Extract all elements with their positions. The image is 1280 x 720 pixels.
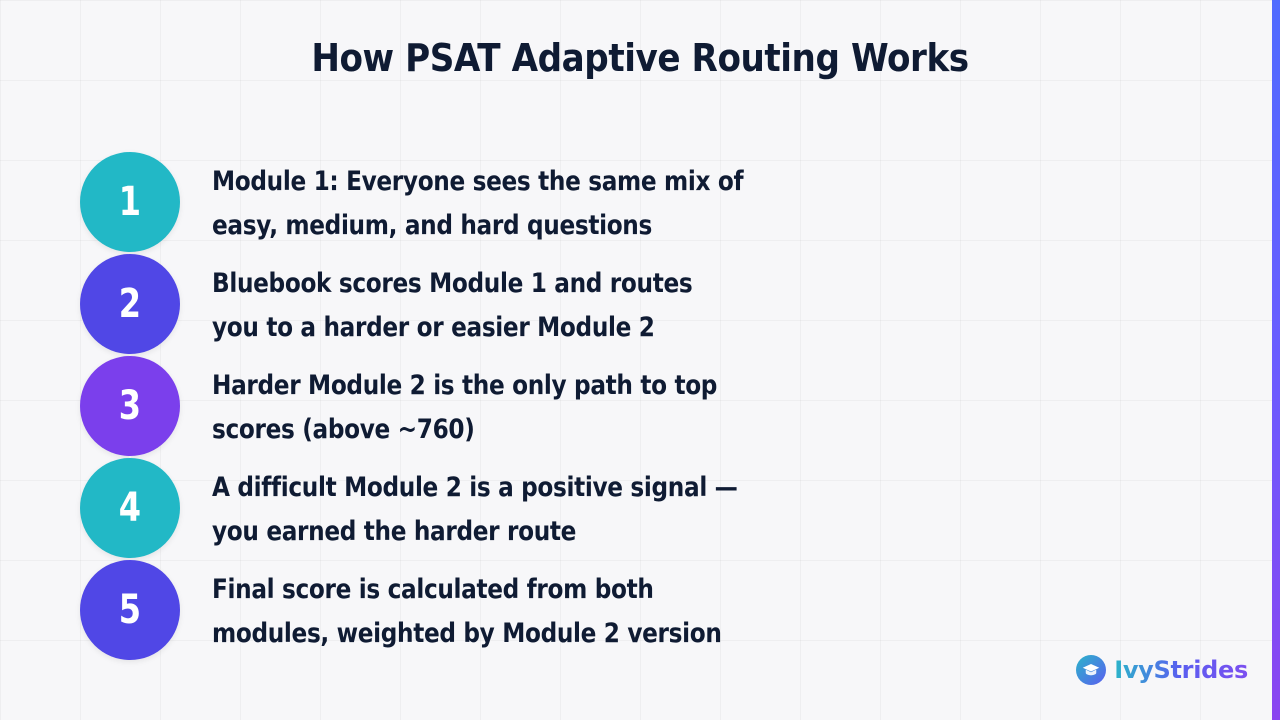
step-number-badge: 1 [80, 152, 180, 252]
page-title: How PSAT Adaptive Routing Works [311, 36, 969, 80]
step-text: A difficult Module 2 is a positive signa… [212, 472, 738, 547]
brand-name: IvyStrides [1114, 656, 1248, 684]
step-3: 3 Harder Module 2 is the only path to to… [80, 356, 840, 458]
steps-list: 1 Module 1: Everyone sees the same mix o… [80, 152, 840, 662]
step-number-badge: 4 [80, 458, 180, 558]
step-4: 4 A difficult Module 2 is a positive sig… [80, 458, 840, 560]
accent-bar [1272, 0, 1280, 720]
step-text: Bluebook scores Module 1 and routes you … [212, 268, 693, 343]
step-number-badge: 5 [80, 560, 180, 660]
brand-logo: IvyStrides [1076, 655, 1248, 685]
step-text: Harder Module 2 is the only path to top … [212, 370, 718, 445]
step-2: 2 Bluebook scores Module 1 and routes yo… [80, 254, 840, 356]
step-5: 5 Final score is calculated from both mo… [80, 560, 840, 662]
step-number-badge: 2 [80, 254, 180, 354]
step-text: Module 1: Everyone sees the same mix of … [212, 166, 744, 241]
step-1: 1 Module 1: Everyone sees the same mix o… [80, 152, 840, 254]
step-text: Final score is calculated from both modu… [212, 574, 722, 649]
graduation-cap-icon [1076, 655, 1107, 685]
step-number-badge: 3 [80, 356, 180, 456]
